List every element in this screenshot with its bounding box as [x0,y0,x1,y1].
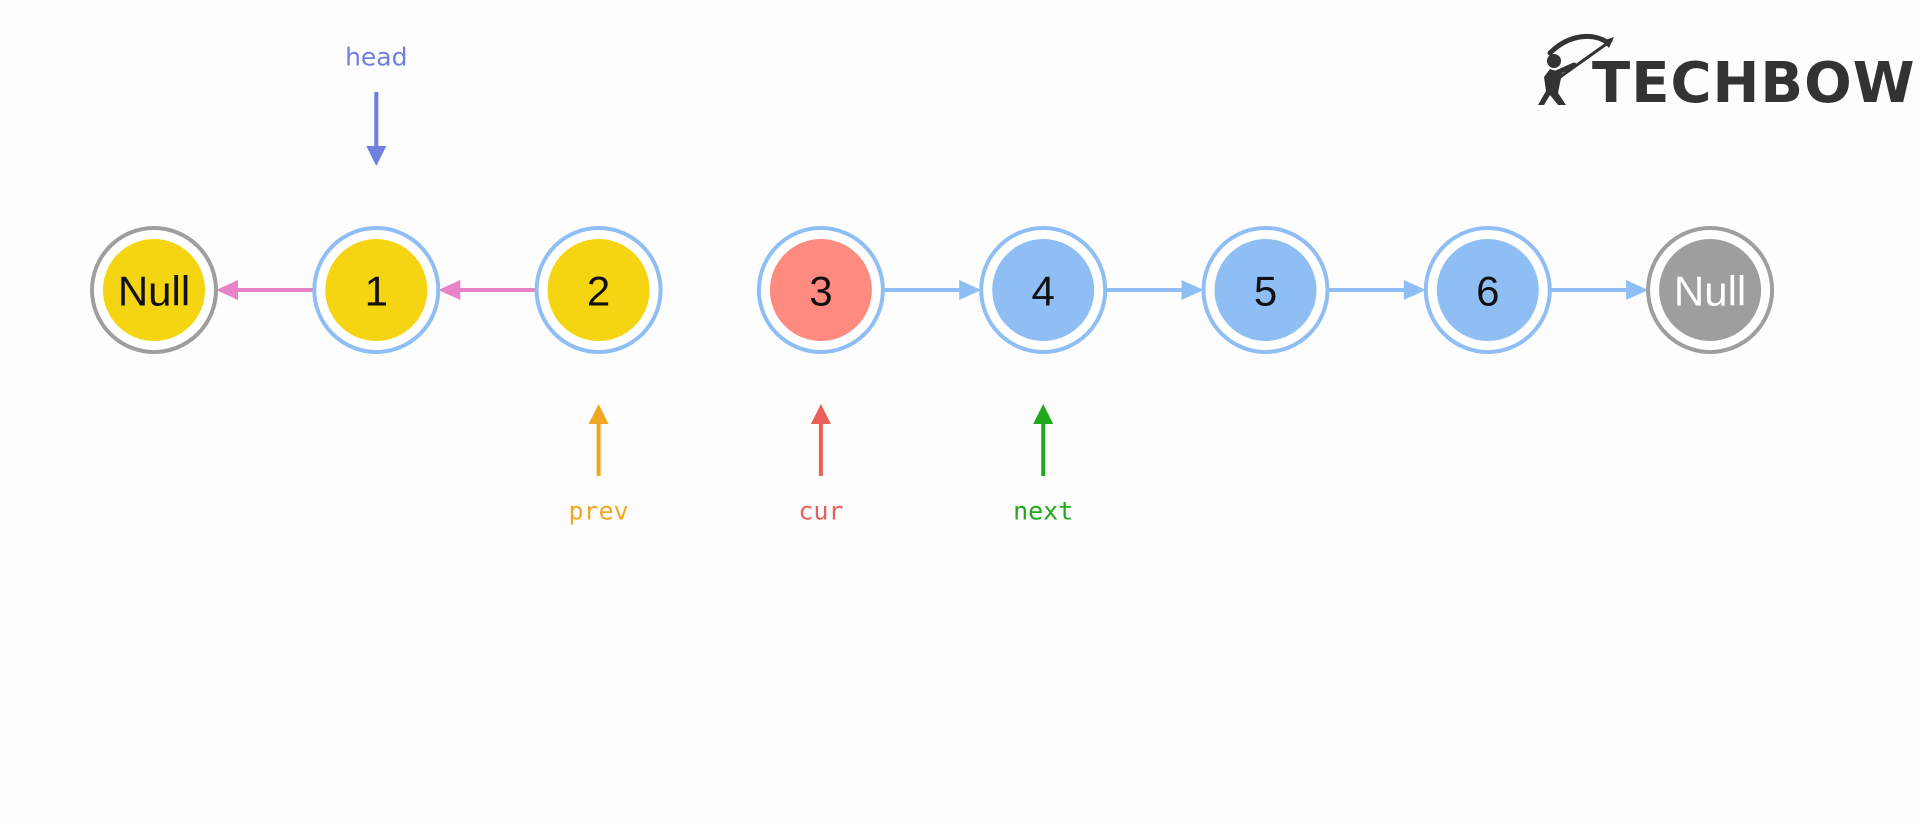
pointer-label: next [1013,497,1073,526]
list-node-n4: 4 [979,226,1108,354]
link-arrow [438,280,537,300]
pointers-layer: head prev cur next [345,43,1073,526]
list-node-n2: 2 [534,226,663,354]
archer-icon [1538,33,1614,105]
list-node-n3: 3 [756,226,885,354]
pointer-label: cur [798,497,843,526]
pointer-next: next [1013,404,1073,526]
node-fill [547,239,650,341]
link-arrow [1549,280,1649,300]
nodes-layer: Null 1 2 3 4 5 6 Null [90,226,1775,354]
node-label: 6 [1476,268,1499,315]
node-label: Null [1674,268,1746,315]
pointer-head: head [345,43,408,166]
pointer-label: prev [568,497,628,526]
node-fill [325,239,428,341]
node-label: 2 [587,268,610,315]
node-label: 1 [365,268,388,315]
node-label: 3 [809,268,832,315]
links-layer [216,280,1649,300]
techbow-logo: TECHBOW [1538,33,1915,116]
list-node-null-left: Null [90,226,218,354]
list-node-n6: 6 [1423,226,1552,354]
node-fill [1659,239,1762,341]
list-node-n5: 5 [1201,226,1330,354]
node-label: 4 [1032,268,1055,315]
node-fill [1214,239,1317,341]
list-node-n1: 1 [312,226,441,354]
logo-text: TECHBOW [1592,51,1915,116]
node-label: Null [118,268,190,315]
node-fill [769,239,872,341]
pointer-cur: cur [798,404,843,526]
pointer-label: head [345,43,407,72]
node-fill [103,239,205,341]
list-node-null-right: Null [1646,226,1775,354]
link-arrow [1327,280,1426,300]
node-label: 5 [1254,268,1277,315]
node-fill [1436,239,1539,341]
link-arrow [882,280,982,300]
link-arrow [1105,280,1204,300]
pointer-prev: prev [568,404,629,526]
node-fill [992,239,1095,341]
link-arrow [216,280,315,300]
